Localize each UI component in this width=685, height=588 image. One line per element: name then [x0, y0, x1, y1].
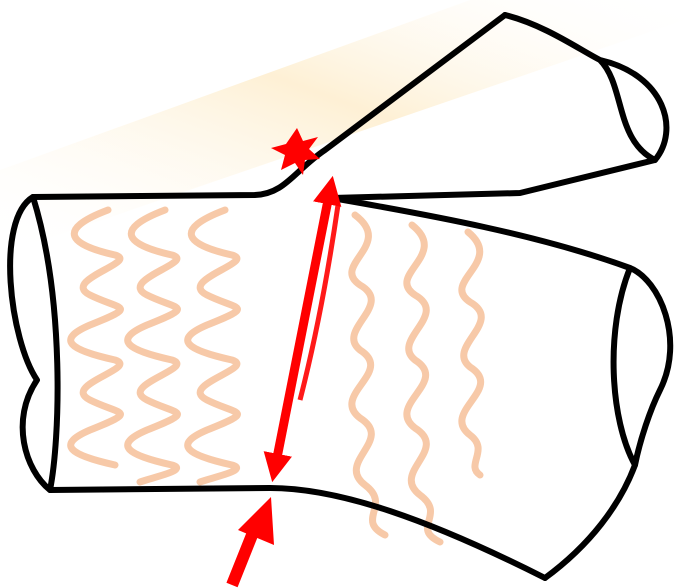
main-vessel-bottom-edge: [50, 488, 545, 578]
branch-bottom-edge: [332, 160, 655, 198]
measurement-arrow: [275, 190, 338, 468]
stent-waves-left: [71, 210, 238, 482]
stent-waves-right: [352, 215, 481, 542]
lower-branch-end-opening: [614, 268, 671, 465]
red-arrow-icon: [232, 497, 274, 585]
stent-wave-1: [71, 210, 121, 465]
double-headed-arrow: [275, 190, 330, 468]
lower-branch-bottom-edge: [545, 465, 635, 578]
stent-wave-2: [128, 210, 178, 482]
stent-wave-6: [462, 232, 481, 475]
background-glow-band: [0, 0, 685, 255]
stent-wave-5: [407, 225, 440, 542]
stent-wave-3: [188, 210, 238, 482]
stent-wave-4: [352, 215, 385, 535]
